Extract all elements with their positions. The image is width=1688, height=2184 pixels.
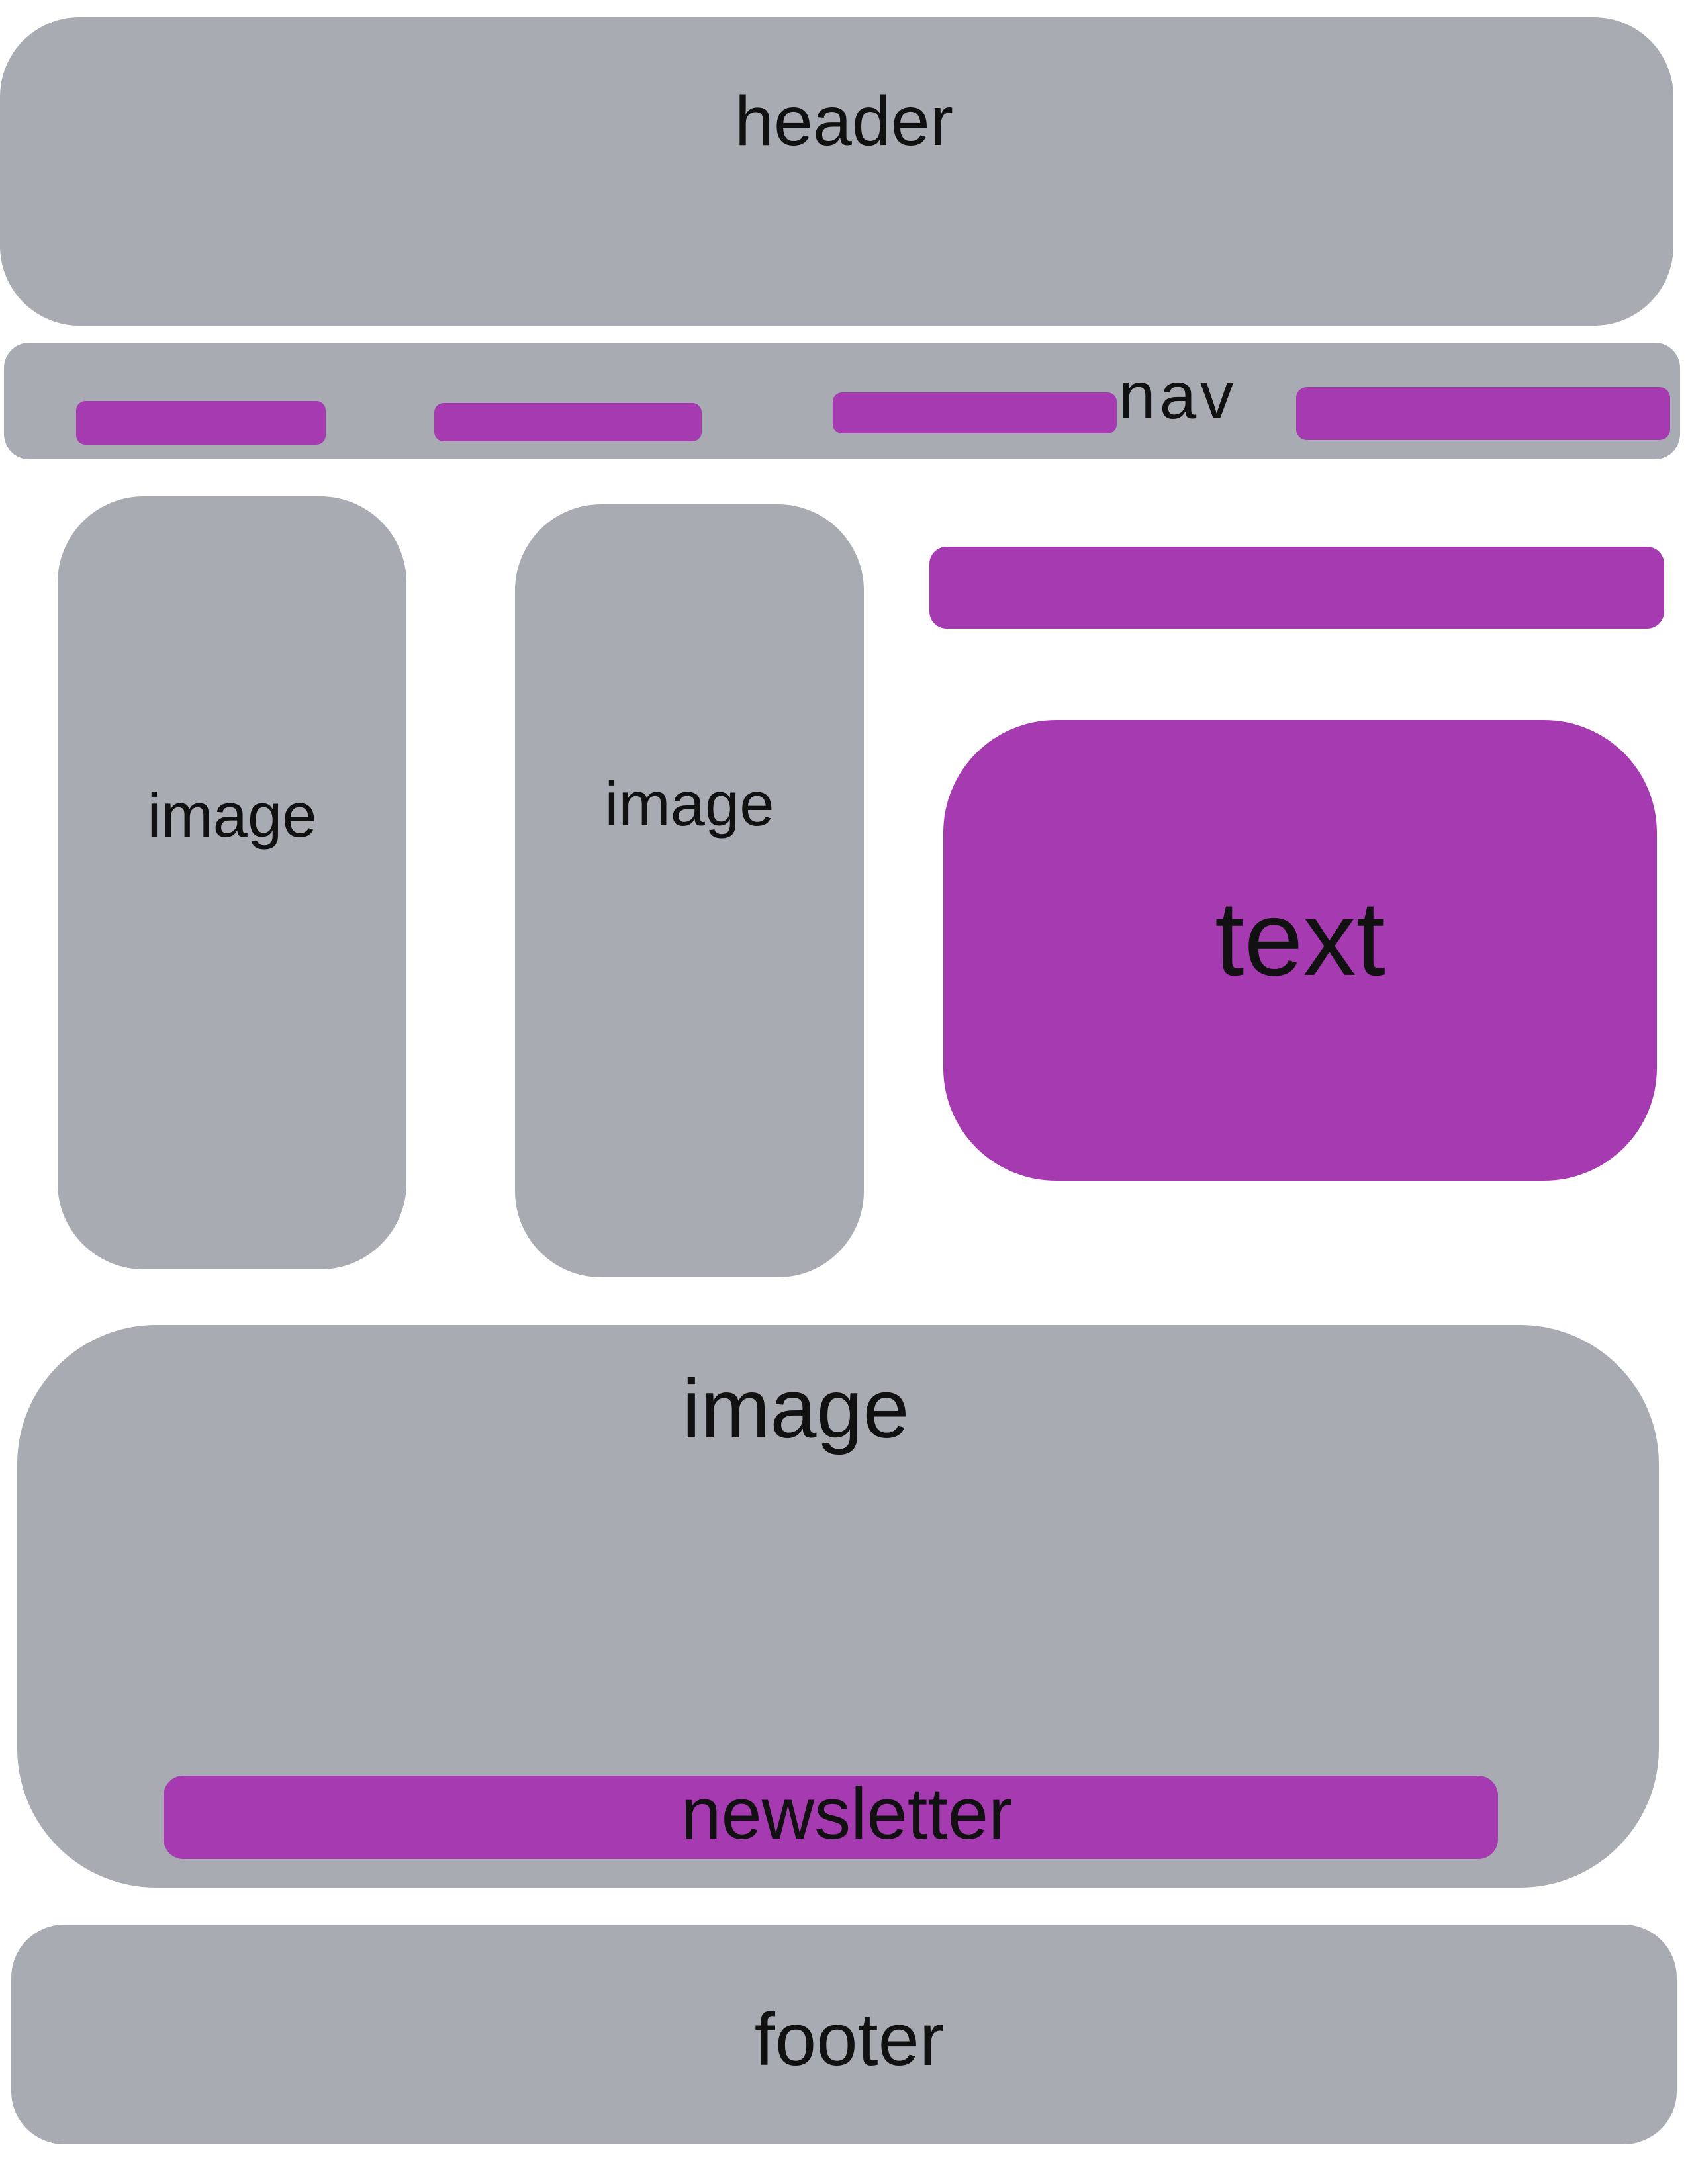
text-block [943, 720, 1657, 1181]
title-bar [929, 547, 1664, 629]
nav-label: nav [1119, 359, 1238, 433]
newsletter-label: newsletter [680, 1773, 1013, 1854]
nav-link-3[interactable] [833, 392, 1117, 433]
nav-link-1[interactable] [76, 401, 326, 445]
image-placeholder-column-1 [58, 496, 406, 1269]
header-block [0, 17, 1673, 326]
nav-link-2[interactable] [434, 403, 702, 441]
text-label: text [1215, 879, 1385, 997]
image-label-column-2: image [604, 769, 774, 839]
footer-block [11, 1925, 1677, 2144]
header-label: header [734, 82, 954, 160]
newsletter-bar[interactable] [164, 1776, 1498, 1859]
image-label-wide: image [682, 1362, 910, 1455]
nav-link-4[interactable] [1296, 387, 1670, 440]
image-placeholder-column-2 [515, 504, 864, 1277]
footer-label: footer [754, 1998, 945, 2081]
image-label-column-1: image [147, 780, 317, 850]
